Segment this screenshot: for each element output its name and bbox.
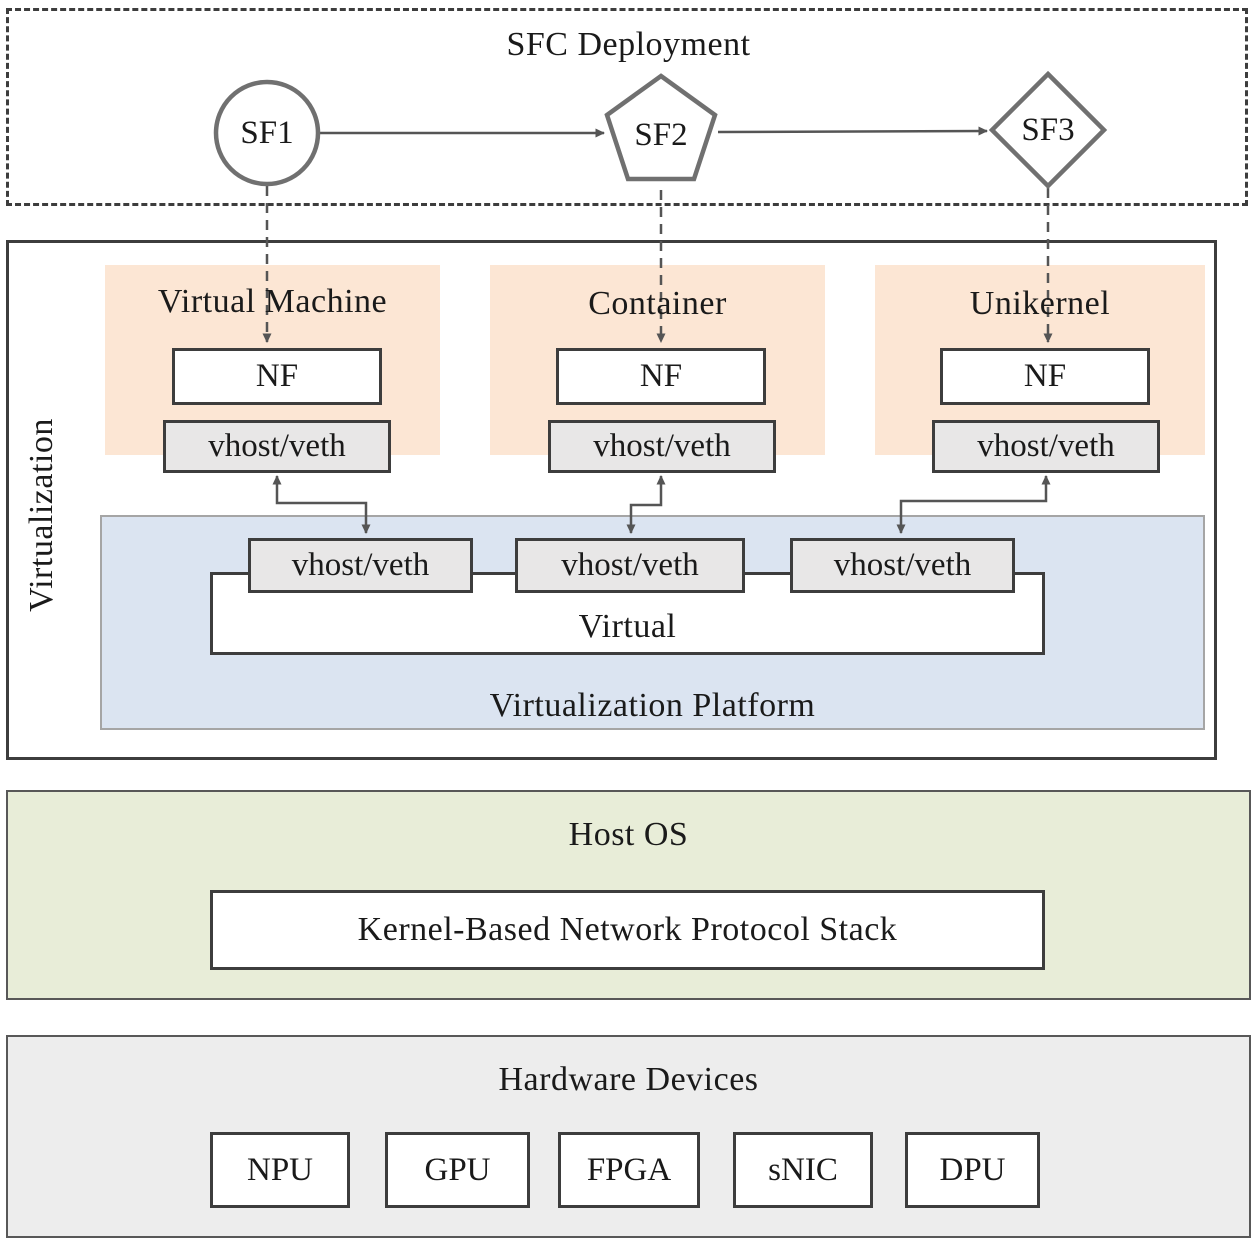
- virtualization-platform-title: Virtualization Platform: [489, 687, 816, 725]
- sf2-pentagon-shape: [604, 73, 718, 182]
- sf3-node-label: SF3: [1021, 111, 1075, 148]
- unikernel-vhost-port: vhost/veth: [932, 420, 1160, 473]
- vm-nf-box: NF: [172, 348, 382, 405]
- platform-vhost-port-3: vhost/veth: [790, 538, 1015, 593]
- platform-vhost-port-2: vhost/veth: [515, 538, 745, 593]
- device-snic-box: sNIC: [733, 1132, 873, 1208]
- device-dpu-box: DPU: [905, 1132, 1040, 1208]
- vm-vhost-port: vhost/veth: [163, 420, 391, 473]
- vm-port-connector: [272, 475, 371, 534]
- sf1-circle-shape: [213, 79, 321, 187]
- sfc-deployment-title: SFC Deployment: [506, 25, 751, 63]
- container-vhost-port: vhost/veth: [548, 420, 776, 473]
- device-npu-box: NPU: [210, 1132, 350, 1208]
- kernel-network-stack-box: Kernel-Based Network Protocol Stack: [210, 890, 1045, 970]
- device-gpu-box: GPU: [385, 1132, 530, 1208]
- container-nf-box: NF: [556, 348, 766, 405]
- container-port-connector: [626, 475, 666, 534]
- sf2-node-label: SF2: [634, 116, 688, 153]
- unikernel-title: Unikernel: [969, 285, 1111, 323]
- unikernel-nf-box: NF: [940, 348, 1150, 405]
- platform-vhost-port-1: vhost/veth: [248, 538, 473, 593]
- virtualization-side-label: Virtualization: [23, 418, 61, 612]
- sf2-sf3-arrow: [717, 126, 988, 136]
- device-fpga-box: FPGA: [558, 1132, 700, 1208]
- virtual-switch-label: Virtual: [578, 608, 677, 646]
- sf1-node-label: SF1: [240, 114, 294, 151]
- host-os-title: Host OS: [568, 816, 689, 854]
- virtual-machine-title: Virtual Machine: [157, 283, 388, 321]
- sf3-diamond-shape: [988, 70, 1108, 190]
- hardware-devices-title: Hardware Devices: [498, 1061, 759, 1099]
- container-title: Container: [588, 285, 727, 323]
- unikernel-port-connector: [896, 475, 1051, 534]
